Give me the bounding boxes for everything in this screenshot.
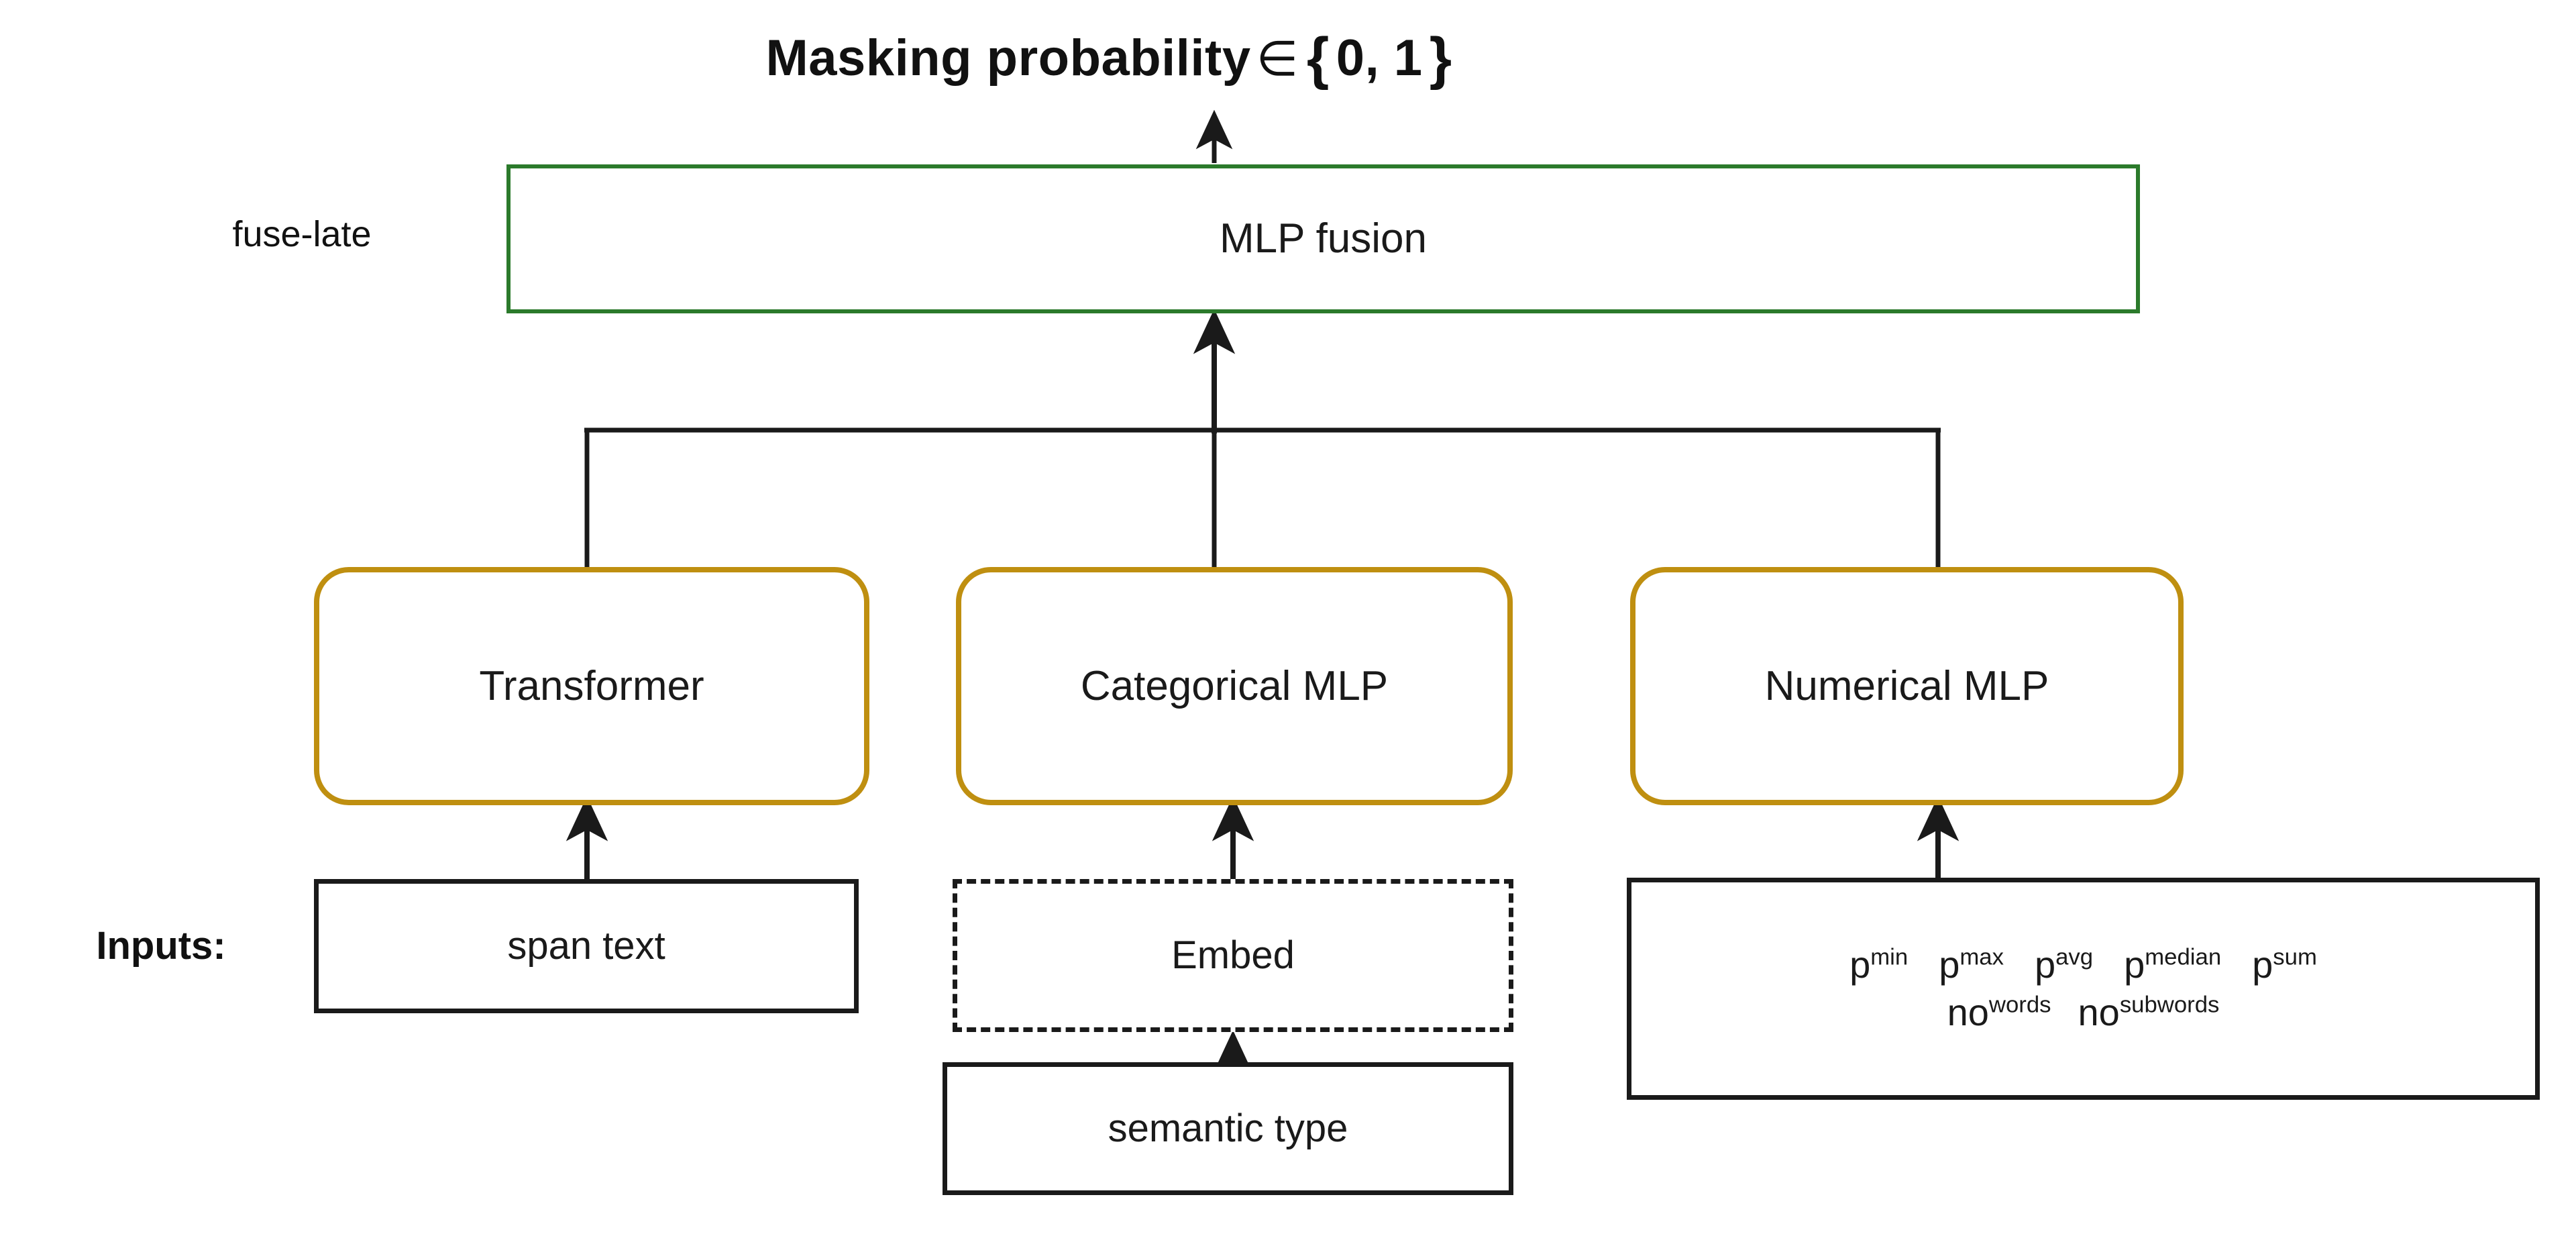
feature-item-3: pmedian <box>2124 943 2222 986</box>
inputs-label: Inputs: <box>96 924 226 968</box>
numerical-features-input-box[interactable]: pmin pmax pavg pmedian psum nowords nosubword… <box>1627 878 2540 1100</box>
feature-item-3-superscript: median <box>2145 944 2222 970</box>
feature-item-1: pmax <box>1939 943 2004 986</box>
span-text-label: span text <box>507 923 665 968</box>
mlp-fusion-label: MLP fusion <box>1219 215 1428 262</box>
element-of-symbol: ∈ <box>1256 32 1299 86</box>
feature-item-4: psum <box>2252 943 2317 986</box>
feature-item-2-superscript: avg <box>2055 944 2094 970</box>
semantic-type-input-box[interactable]: semantic type <box>943 1062 1513 1195</box>
categorical-mlp-box[interactable]: Categorical MLP <box>956 567 1513 805</box>
semantic-type-label: semantic type <box>1108 1106 1348 1150</box>
count-feature-item-0: nowords <box>1947 990 2051 1033</box>
embed-label: Embed <box>1171 933 1295 977</box>
count-feature-item-1-superscript: subwords <box>2119 991 2220 1017</box>
feature-item-0: pmin <box>1849 943 1909 986</box>
embed-box[interactable]: Embed <box>953 879 1513 1032</box>
numerical-mlp-label: Numerical MLP <box>1764 662 2049 709</box>
output-title: Masking probability∈{0, 1} <box>0 25 2220 92</box>
feature-item-2: pavg <box>2034 943 2094 986</box>
transformer-box[interactable]: Transformer <box>314 567 869 805</box>
count-feature-item-1: nosubwords <box>2078 990 2220 1033</box>
numerical-features-row-1: pmin pmax pavg pmedian psum <box>1849 943 2317 986</box>
title-set-values: 0, 1 <box>1336 30 1423 87</box>
numerical-features-row-2: nowords nosubwords <box>1947 991 2220 1034</box>
title-prefix: Masking probability <box>765 30 1251 87</box>
span-text-input-box[interactable]: span text <box>314 879 859 1013</box>
brace-close: } <box>1429 26 1452 91</box>
transformer-label: Transformer <box>479 662 704 709</box>
brace-open: { <box>1306 26 1330 91</box>
feature-item-4-superscript: sum <box>2273 944 2317 970</box>
count-feature-item-0-superscript: words <box>1988 991 2051 1017</box>
categorical-mlp-label: Categorical MLP <box>1080 662 1389 709</box>
mlp-fusion-box[interactable]: MLP fusion <box>506 164 2140 313</box>
feature-item-1-superscript: max <box>1960 944 2004 970</box>
feature-item-0-superscript: min <box>1870 944 1909 970</box>
numerical-mlp-box[interactable]: Numerical MLP <box>1630 567 2184 805</box>
fuse-late-label: fuse-late <box>232 214 372 254</box>
